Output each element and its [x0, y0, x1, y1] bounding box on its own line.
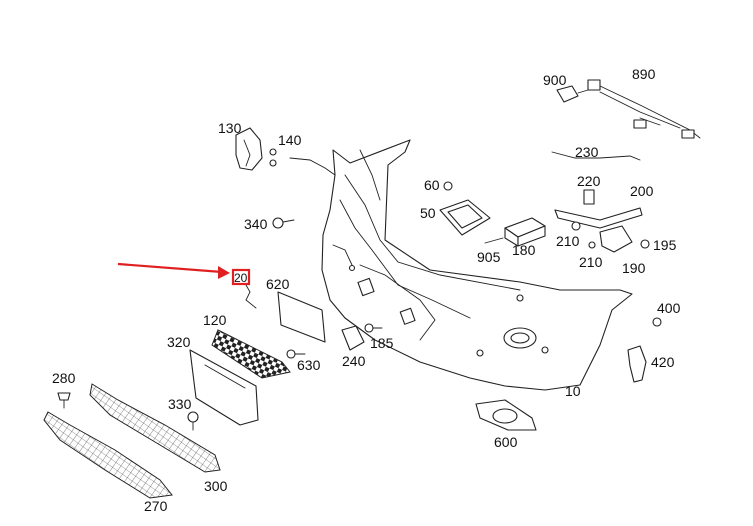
small-clip: [245, 284, 257, 309]
callout-890: 890: [632, 66, 656, 82]
tow-cap: [341, 325, 365, 351]
license-plate: [277, 291, 326, 343]
front-grille: [43, 411, 173, 499]
wiring-harness: [587, 79, 701, 139]
callout-300: 300: [204, 478, 228, 494]
callout-200: 200: [630, 183, 654, 199]
lower-grille: [89, 383, 221, 473]
arrow-head-icon: [218, 266, 230, 279]
connector-part: [556, 85, 589, 103]
control-module: [484, 217, 546, 247]
callout-400: 400: [657, 300, 681, 316]
callout-270: 270: [144, 498, 168, 514]
bumper-cover: [321, 139, 633, 391]
callout-330: 330: [168, 396, 192, 412]
fog-bezel: [475, 399, 537, 431]
callout-195: 195: [653, 237, 677, 253]
callout-10: 10: [565, 383, 581, 399]
callout-620: 620: [266, 276, 290, 292]
sensor-bracket: [439, 181, 491, 236]
callout-140: 140: [278, 132, 302, 148]
sensor-unit: [599, 225, 650, 253]
callout-900: 900: [543, 72, 567, 88]
callout-210a: 210: [556, 233, 580, 249]
callout-600: 600: [494, 434, 518, 450]
callout-220: 220: [577, 173, 601, 189]
checker-mesh: [211, 329, 291, 379]
callout-630: 630: [297, 357, 321, 373]
mount-bracket: [554, 189, 643, 249]
callout-240: 240: [342, 353, 366, 369]
clip-part-280: [57, 392, 71, 409]
screw-part-330: [187, 411, 199, 431]
callout-190: 190: [622, 260, 646, 276]
highlight-arrow: [117, 262, 223, 274]
callout-905: 905: [477, 249, 501, 265]
callout-210b: 210: [579, 254, 603, 270]
side-bracket: [235, 127, 277, 171]
plate-mount: [189, 349, 259, 426]
callout-120: 120: [203, 312, 227, 328]
callout-185: 185: [370, 335, 394, 351]
callout-230: 230: [575, 144, 599, 160]
callout-180: 180: [512, 242, 536, 258]
callout-130: 130: [218, 120, 242, 136]
screw-part-630: [286, 349, 306, 359]
callout-50: 50: [420, 205, 436, 221]
bolt-part: [364, 323, 383, 333]
side-mount: [627, 345, 647, 383]
trim-strip: [551, 151, 641, 161]
callout-320: 320: [167, 334, 191, 350]
callout-340: 340: [244, 216, 268, 232]
callout-20: 20: [234, 271, 248, 285]
callout-280: 280: [52, 370, 76, 386]
side-clip: [652, 317, 662, 327]
highlight-box: [231, 268, 251, 286]
screw-part: [272, 217, 295, 229]
callout-420: 420: [651, 354, 675, 370]
clip-wire: [289, 157, 336, 176]
callout-60: 60: [424, 177, 440, 193]
